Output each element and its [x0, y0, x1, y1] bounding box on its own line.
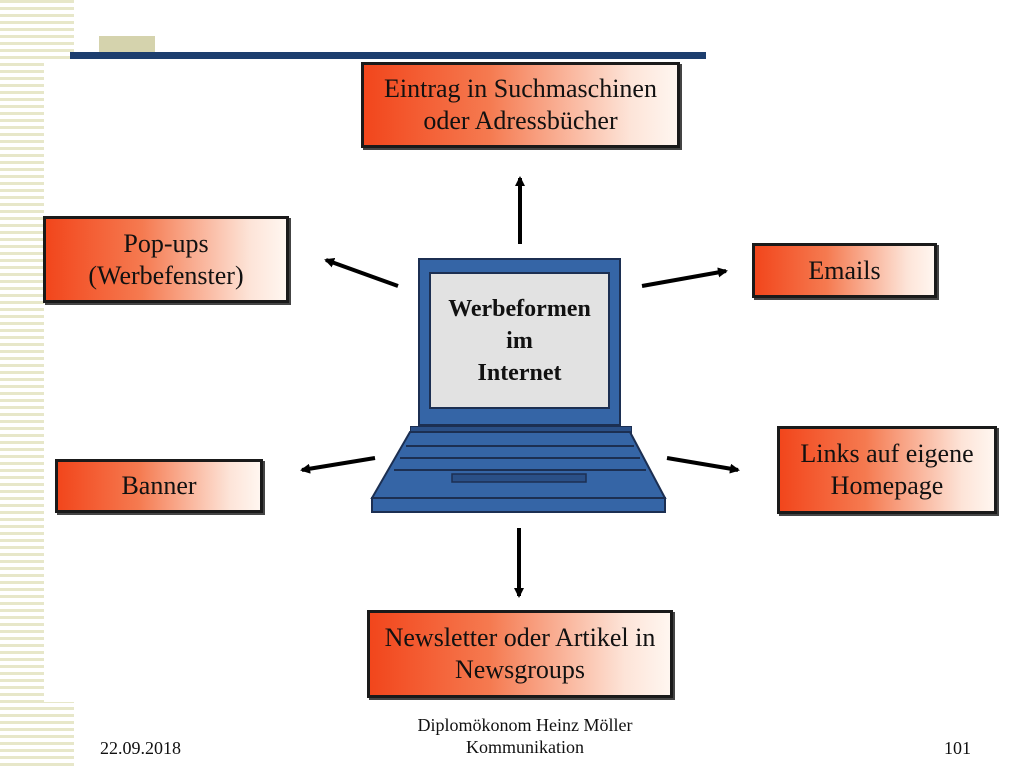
node-emails: Emails [752, 243, 937, 298]
center-label: Werbeformen im Internet [448, 295, 591, 386]
node-newsletter: Newsletter oder Artikel in Newsgroups [367, 610, 673, 698]
arrow-up-left [324, 258, 399, 288]
node-banner-label: Banner [121, 471, 197, 500]
node-popups: Pop-ups (Werbefenster) [43, 216, 289, 303]
node-search-engines-label: Eintrag in Suchmaschinen oder Adressbüch… [384, 74, 657, 135]
footer-page-number: 101 [944, 738, 971, 758]
node-banner: Banner [55, 459, 263, 513]
node-links: Links auf eigene Homepage [777, 426, 997, 514]
stripe-gap [44, 62, 74, 702]
node-search-engines: Eintrag in Suchmaschinen oder Adressbüch… [361, 62, 680, 148]
title-rule [70, 52, 706, 59]
title-accent-block [99, 36, 155, 52]
node-emails-label: Emails [808, 255, 881, 285]
node-popups-label: Pop-ups (Werbefenster) [88, 228, 244, 290]
footer-date: 22.09.2018 [100, 738, 181, 758]
arrow-right [666, 456, 740, 474]
node-newsletter-label: Newsletter oder Artikel in Newsgroups [384, 623, 656, 684]
laptop-screen: Werbeformen im Internet [429, 272, 610, 409]
footer-author: Diplomökonom Heinz Möller Kommunikation [417, 715, 633, 757]
laptop-keyboard [370, 431, 667, 513]
node-links-label: Links auf eigene Homepage [800, 439, 974, 500]
arrow-left [300, 456, 376, 474]
arrow-up-right [641, 267, 728, 288]
